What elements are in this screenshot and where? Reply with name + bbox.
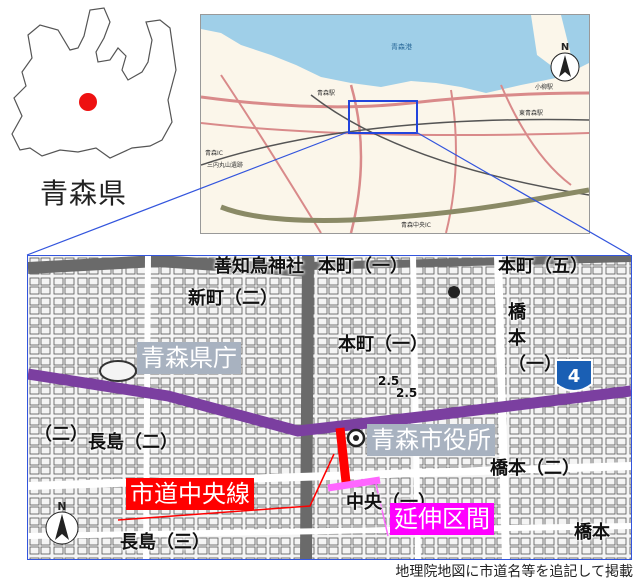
prefecture-outline-map [11, 7, 177, 159]
detail-area-rectangle [348, 100, 418, 134]
map-label-elevation-2: 2.5 [396, 386, 418, 400]
aomori-prefecture-outline [11, 7, 177, 159]
svg-text:N: N [561, 42, 569, 53]
overview-map: 青森港 青森駅 東青森駅 小柳駅 青森IC 三内丸山遺跡 青森中央IC N [200, 14, 590, 234]
map-label-elevation-1: 2.5 [378, 374, 400, 388]
map-label-shinmachi: 新町（二） [188, 288, 278, 309]
overview-chuo-ic-label: 青森中央IC [401, 221, 431, 229]
overview-ic-label: 青森IC [205, 149, 223, 157]
svg-text:4: 4 [568, 366, 581, 387]
location-marker [79, 93, 97, 111]
overview-bay-label: 青森港 [391, 42, 412, 51]
extension-section [327, 476, 381, 492]
overview-map-canvas: 青森港 青森駅 東青森駅 小柳駅 青森IC 三内丸山遺跡 青森中央IC N [201, 15, 589, 233]
overview-sanpai-label: 三内丸山遺跡 [207, 161, 243, 169]
label-city-hall: 青森市役所 [367, 424, 495, 456]
overview-kotsu-label: 小柳駅 [535, 83, 553, 91]
map-label-honcho-top: 本町（一） [318, 256, 408, 277]
map-label-nagashima-two: 長島（二） [88, 432, 178, 453]
map-label-two-left: （二） [34, 424, 88, 445]
city-road-chuo-line [335, 427, 351, 483]
svg-text:N: N [57, 500, 66, 513]
detail-map: 4 N 善知鳥神社 本町（一） 本町（五） 新町（二） 本町（一） 橋本（一） … [27, 255, 632, 560]
map-label-nagashima-three: 長島（三） [120, 532, 210, 553]
source-caption: 地理院地図に市道名等を追記して掲載 [395, 564, 633, 580]
map-label-hashimoto-one: 橋本（一） [508, 302, 562, 375]
overview-east-station-label: 東青森駅 [519, 109, 543, 117]
overview-station-label: 青森駅 [317, 89, 335, 97]
detail-map-canvas: 4 N [28, 256, 631, 559]
map-label-hashimoto-two: 橋本（二） [490, 458, 580, 479]
label-road-name: 市道中央線 [126, 478, 254, 510]
map-label-honcho-five: 本町（五） [498, 256, 588, 277]
label-prefectural-office: 青森県庁 [137, 342, 241, 374]
route-4-shield: 4 [555, 359, 593, 392]
north-arrow-detail: N [45, 500, 79, 545]
bay-water [201, 15, 589, 93]
map-label-hashimoto-bottom: 橋本 [574, 522, 610, 543]
prefecture-label: 青森県 [40, 177, 128, 210]
national-route-4 [28, 368, 631, 437]
map-label-shrine: 善知鳥神社 [214, 256, 304, 277]
map-label-honcho-one: 本町（一） [338, 334, 428, 355]
label-extension-section: 延伸区間 [390, 503, 494, 535]
north-arrow-overview: N [550, 42, 580, 82]
